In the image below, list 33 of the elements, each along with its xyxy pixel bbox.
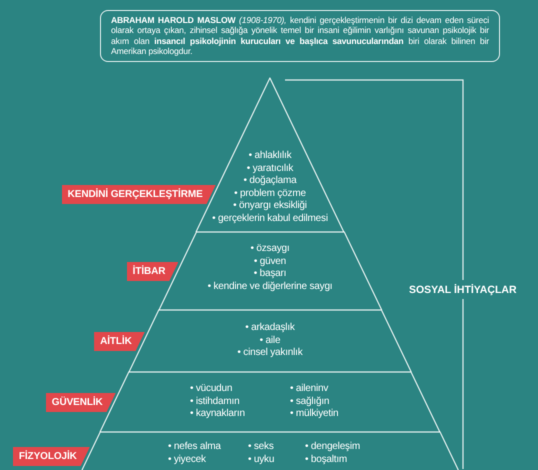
list-item: • sağlığın — [290, 396, 330, 408]
list-item: • boşaltım — [304, 454, 348, 466]
list-item: • cinsel yakınlık — [237, 347, 303, 360]
list-item: • aile — [260, 334, 280, 347]
list-item: • yiyecek — [168, 454, 206, 466]
bracket-label: SOSYAL İHTİYAÇLAR — [409, 284, 517, 296]
list-item: • seks — [248, 441, 274, 454]
list-item: • kendine ve diğerlerine saygı — [208, 280, 332, 293]
level-tag: AİTLİK — [94, 332, 145, 351]
level-tag: GÜVENLİK — [46, 393, 116, 412]
list-item: • güven — [254, 256, 286, 268]
list-item: • istihdamın — [190, 396, 240, 408]
list-item: • gerçeklerin kabul edilmesi — [212, 212, 328, 225]
list-item: • aileninv — [290, 383, 328, 396]
list-item: • yaratıcılık — [246, 162, 294, 175]
level-tag: İTİBAR — [126, 262, 178, 281]
list-item: • nefes alma — [168, 441, 221, 454]
level-tag: FİZYOLOJİK — [12, 447, 90, 466]
list-item: • dengeleşim — [304, 441, 360, 454]
list-item: • problem çözme — [234, 188, 306, 200]
list-item: • doğaçlama — [243, 175, 296, 188]
list-item: • mülkiyetin — [290, 408, 338, 420]
list-item: • vücudun — [190, 383, 232, 396]
list-item: • özsaygı — [250, 243, 290, 256]
list-item: • uyku — [248, 454, 274, 466]
list-item: • kaynakların — [190, 408, 245, 420]
list-item: • başarı — [254, 268, 286, 280]
intro-box — [100, 10, 500, 62]
list-item: • önyargı eksikliği — [233, 200, 307, 212]
level-tag: KENDİNİ GERÇEKLEŞTİRME — [62, 185, 216, 204]
list-item: • arkadaşlık — [245, 322, 295, 334]
intro-paragraph: ABRAHAM HAROLD MASLOW (1908-1970), kendini gerçekleştirmenin bir dizi devam eden süreci olarak ortaya çıkan, zihinsel sağlığa yönelik temel bir insani eğilimin varlığını savunan psikolojik bir akım olan insancıl psikolojinin kurucuları ve başlıca savunucularından biri olarak bilinen bir Amerikan psikologdur. — [111, 15, 489, 57]
list-item: • ahlaklılık — [248, 150, 292, 162]
